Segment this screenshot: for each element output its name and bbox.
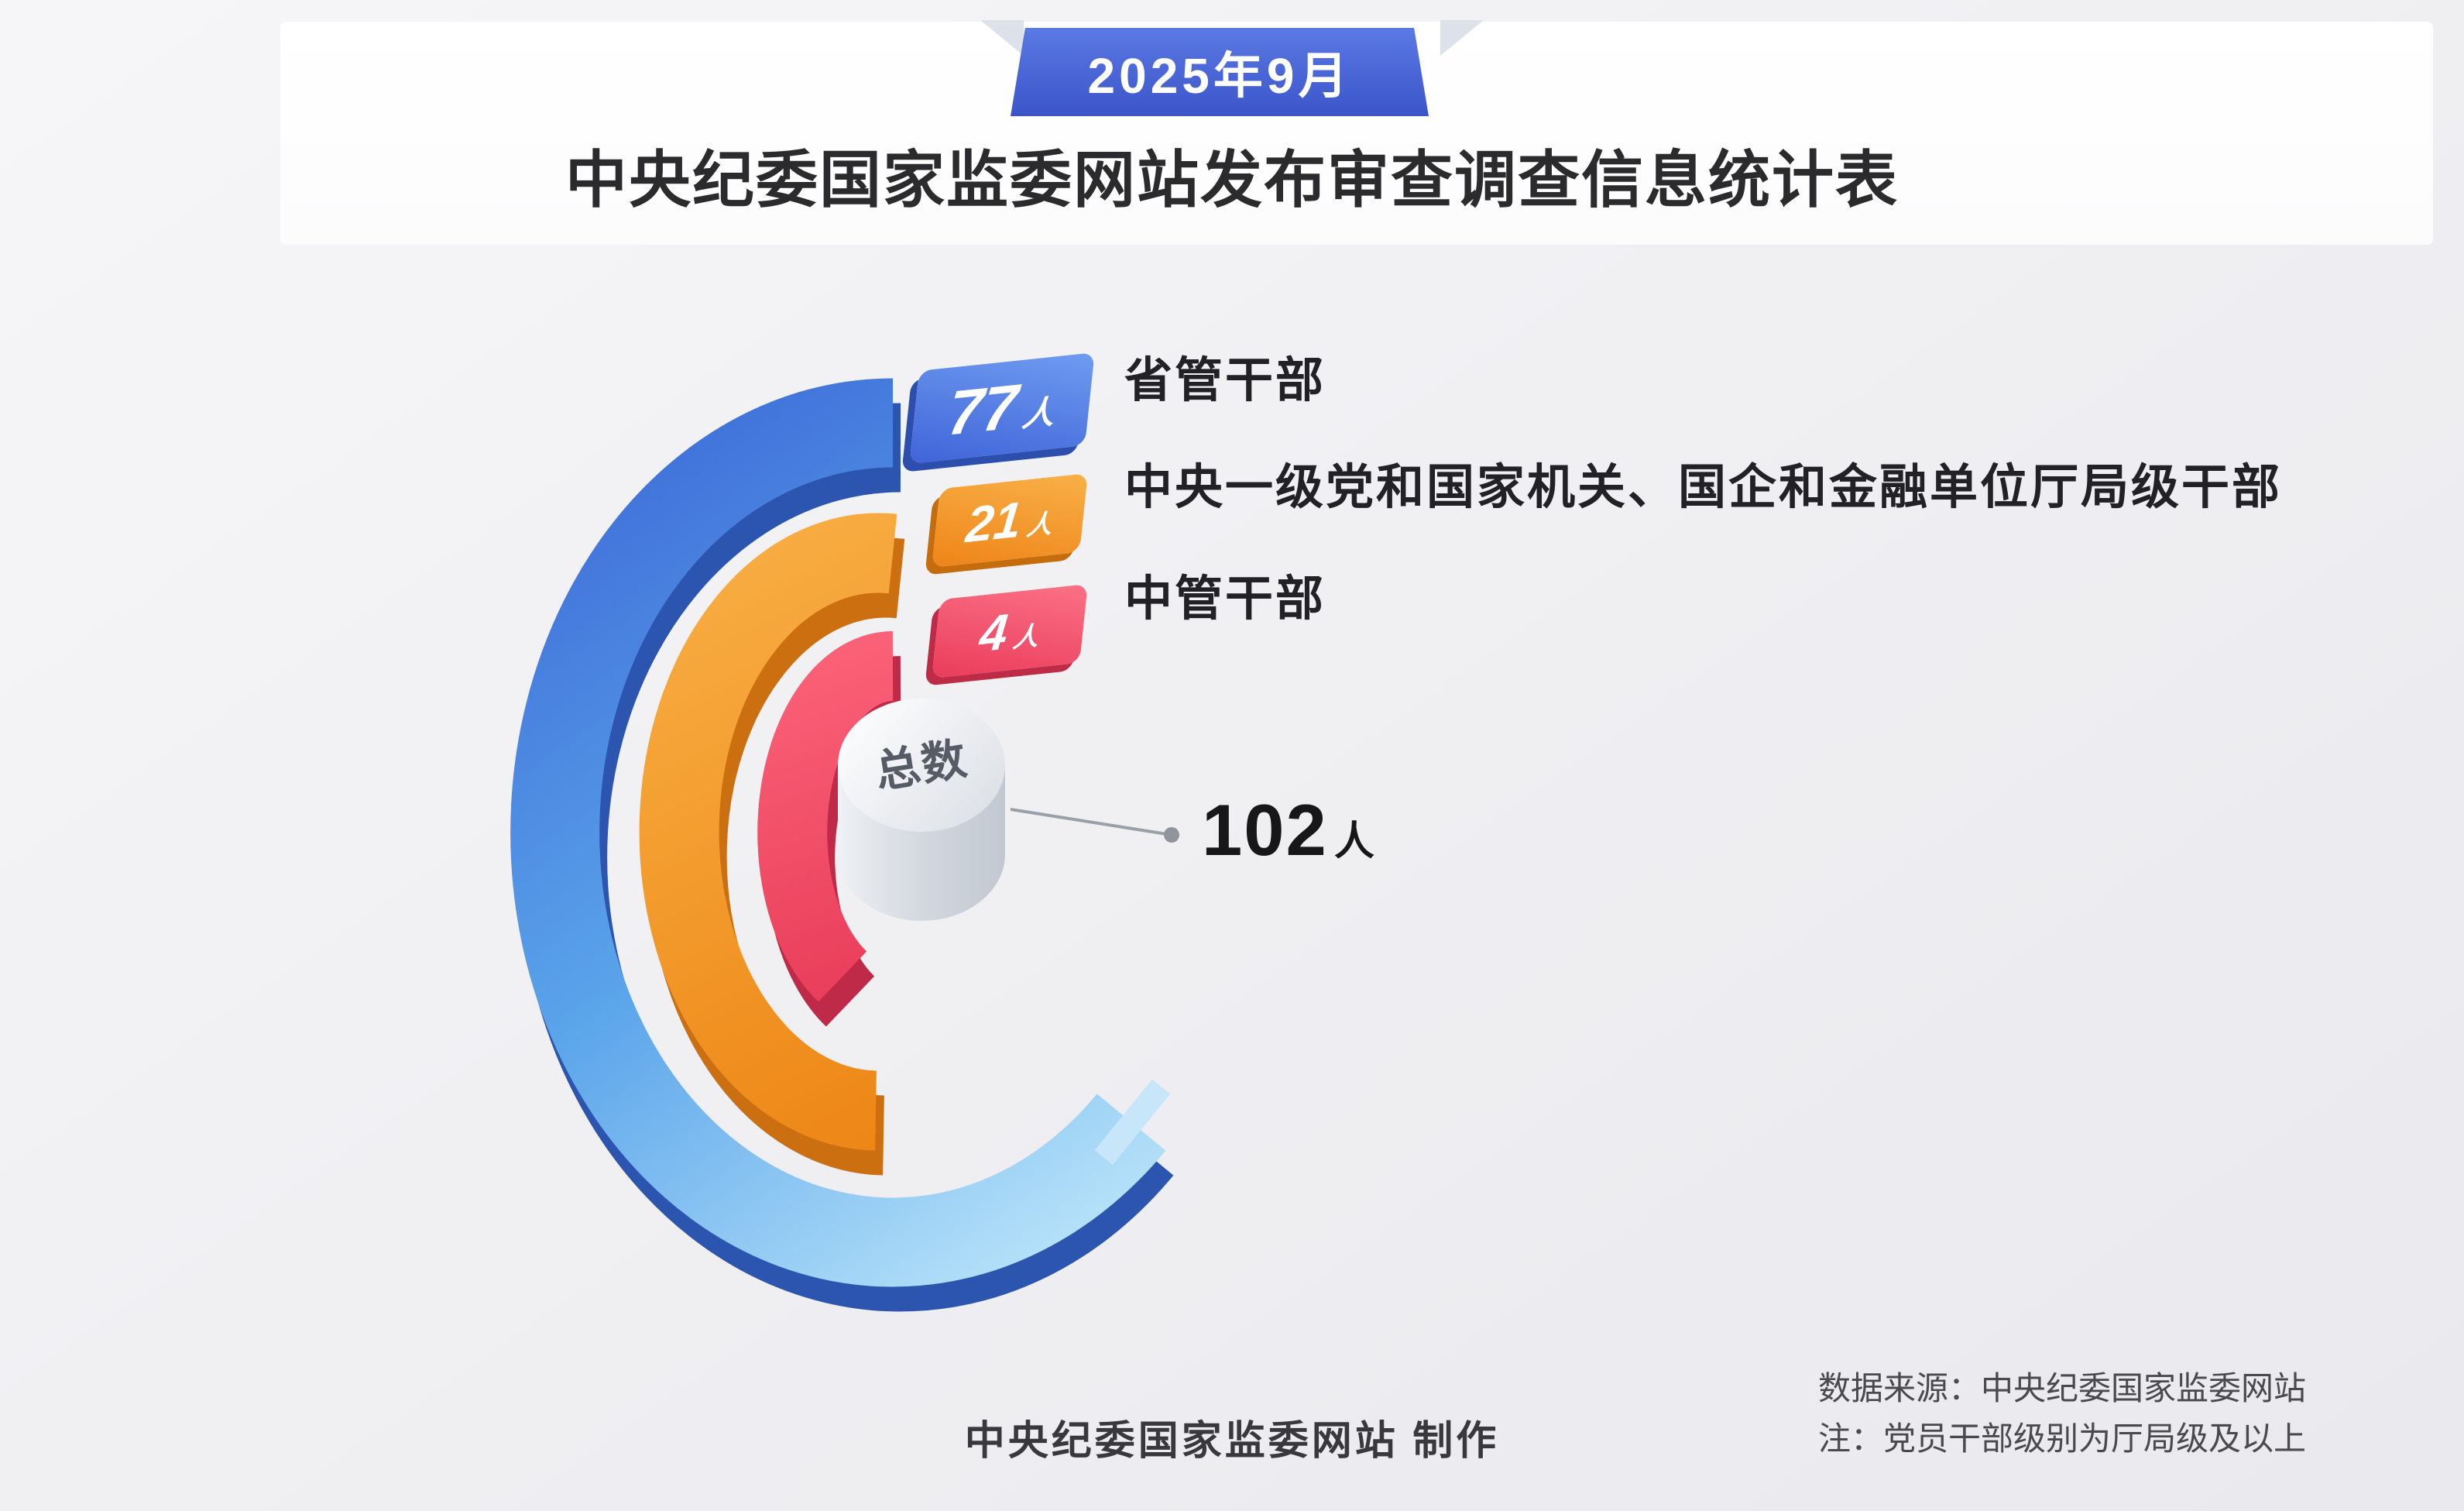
value-unit: 人	[1024, 510, 1054, 542]
value-unit: 人	[1020, 393, 1057, 434]
value-number: 21	[963, 490, 1024, 554]
total-value: 102 人	[1202, 788, 1374, 872]
connector-line	[1010, 808, 1172, 836]
value-pill-centrally-managed: 4 人	[932, 584, 1088, 678]
producer-credit: 中央纪委国家监委网站 制作	[964, 1419, 1500, 1464]
ring-chart: 总数	[510, 378, 1179, 1312]
value-pill-central-organs: 21 人	[932, 473, 1088, 568]
ring-label-central-organs: 中央一级党和国家机关、国企和金融单位厅局级干部	[1124, 461, 2283, 514]
ring-end-face	[1094, 1079, 1171, 1166]
source-note-block: 数据来源：中央纪委国家监委网站 注：党员干部级别为厅局级及以上	[1818, 1365, 2306, 1465]
value-number: 77	[945, 371, 1021, 448]
value-pill-provincial: 77 人	[909, 352, 1095, 464]
value-unit: 人	[1011, 621, 1041, 654]
ring-central-organs-cadres	[639, 513, 897, 1151]
ring-label-centrally-managed: 中管干部	[1124, 572, 1326, 626]
note-line: 注：党员干部级别为厅局级及以上	[1818, 1422, 2307, 1458]
ring-provincial-cadres	[510, 378, 1166, 1287]
total-cylinder-top	[838, 699, 1005, 832]
ring-label-provincial: 省管干部	[1124, 354, 1326, 407]
period-badge: 2025年9月	[1011, 28, 1429, 116]
data-source-line: 数据来源：中央纪委国家监委网站	[1818, 1372, 2307, 1407]
total-number: 102	[1202, 789, 1328, 871]
total-unit: 人	[1333, 819, 1374, 864]
value-number: 4	[976, 603, 1011, 663]
connector-dot	[1164, 827, 1179, 843]
chart-title: 中央纪委国家监委网站发布审查调查信息统计表	[565, 146, 1899, 215]
ring-centrally-managed-cadres	[757, 631, 894, 1002]
